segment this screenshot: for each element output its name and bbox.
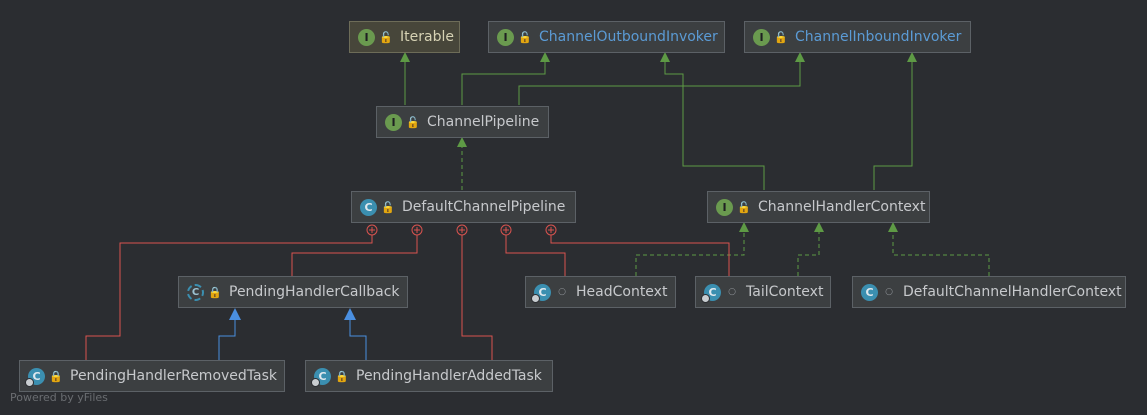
node-label: PendingHandlerAddedTask <box>356 368 542 384</box>
node-tail-context[interactable]: C ○ TailContext <box>695 276 831 308</box>
interface-icon: I <box>385 113 402 131</box>
public-unlock-icon: 🔓 <box>379 30 393 44</box>
public-unlock-icon: 🔓 <box>518 30 532 44</box>
package-dot-icon: ○ <box>558 287 566 297</box>
node-label: PendingHandlerRemovedTask <box>70 368 278 384</box>
node-iterable[interactable]: I 🔓 Iterable <box>349 21 460 53</box>
node-label: ChannelInboundInvoker <box>795 29 962 45</box>
node-label: HeadContext <box>576 284 668 300</box>
public-unlock-icon: 🔓 <box>737 200 751 214</box>
node-label: ChannelPipeline <box>427 114 540 130</box>
edge-removedtask-pipeline <box>85 231 373 360</box>
edge-handlercontext-outbound <box>660 52 765 190</box>
node-label: TailContext <box>746 284 824 300</box>
inner-class-icon: C <box>25 367 45 387</box>
edge-handlercontext-inbound <box>873 52 917 190</box>
edge-tailcontext-handlercontext <box>797 222 824 276</box>
edge-headcontext-pipeline <box>505 231 566 276</box>
edge-addedtask-callback <box>344 308 367 360</box>
node-pending-handler-removed-task[interactable]: C 🔒 PendingHandlerRemovedTask <box>19 360 285 392</box>
inner-class-icon: C <box>311 367 331 387</box>
interface-icon: I <box>716 198 733 216</box>
inner-class-marker <box>545 224 557 236</box>
public-unlock-icon: 🔓 <box>381 200 395 214</box>
inner-class-icon: C <box>531 283 551 303</box>
edge-tailcontext-pipeline <box>550 231 730 276</box>
edge-defaulthandlercontext-handlercontext <box>888 222 990 276</box>
node-label: DefaultChannelHandlerContext <box>903 284 1122 300</box>
inner-class-marker <box>366 224 378 236</box>
package-dot-icon: ○ <box>728 287 736 297</box>
inner-class-marker <box>411 224 423 236</box>
edge-channelpipeline-inbound <box>518 52 805 105</box>
edge-channelpipeline-outbound <box>461 52 550 105</box>
node-default-channel-pipeline[interactable]: C 🔓 DefaultChannelPipeline <box>351 191 576 223</box>
abstract-class-icon: C <box>187 283 204 301</box>
node-label: PendingHandlerCallback <box>229 284 400 300</box>
inner-class-marker <box>456 224 468 236</box>
class-icon: C <box>360 198 377 216</box>
edge-headcontext-handlercontext <box>635 222 749 276</box>
edge-removedtask-callback <box>218 308 241 360</box>
node-label: ChannelHandlerContext <box>758 199 926 215</box>
interface-icon: I <box>358 28 375 46</box>
node-pending-handler-callback[interactable]: C 🔒 PendingHandlerCallback <box>178 276 408 308</box>
node-pending-handler-added-task[interactable]: C 🔒 PendingHandlerAddedTask <box>305 360 553 392</box>
node-default-channel-handler-context[interactable]: C ○ DefaultChannelHandlerContext <box>852 276 1126 308</box>
node-channel-pipeline[interactable]: I 🔓 ChannelPipeline <box>376 106 549 138</box>
watermark: Powered by yFiles <box>10 391 108 404</box>
node-label: ChannelOutboundInvoker <box>539 29 718 45</box>
node-label: Iterable <box>400 29 454 45</box>
public-unlock-icon: 🔓 <box>774 30 788 44</box>
interface-icon: I <box>497 28 514 46</box>
inner-class-icon: C <box>701 283 721 303</box>
private-lock-icon: 🔒 <box>49 369 63 383</box>
inner-class-marker <box>500 224 512 236</box>
class-icon: C <box>861 283 878 301</box>
private-lock-icon: 🔒 <box>208 285 222 299</box>
node-channel-outbound-invoker[interactable]: I 🔓 ChannelOutboundInvoker <box>488 21 725 53</box>
node-head-context[interactable]: C ○ HeadContext <box>525 276 676 308</box>
interface-icon: I <box>753 28 770 46</box>
package-dot-icon: ○ <box>885 287 893 297</box>
private-lock-icon: 🔒 <box>335 369 349 383</box>
edge-callback-pipeline <box>291 231 418 276</box>
node-channel-handler-context[interactable]: I 🔓 ChannelHandlerContext <box>707 191 930 223</box>
edge-addedtask-pipeline <box>461 231 493 360</box>
public-unlock-icon: 🔓 <box>406 115 420 129</box>
node-label: DefaultChannelPipeline <box>402 199 566 215</box>
node-channel-inbound-invoker[interactable]: I 🔓 ChannelInboundInvoker <box>744 21 971 53</box>
